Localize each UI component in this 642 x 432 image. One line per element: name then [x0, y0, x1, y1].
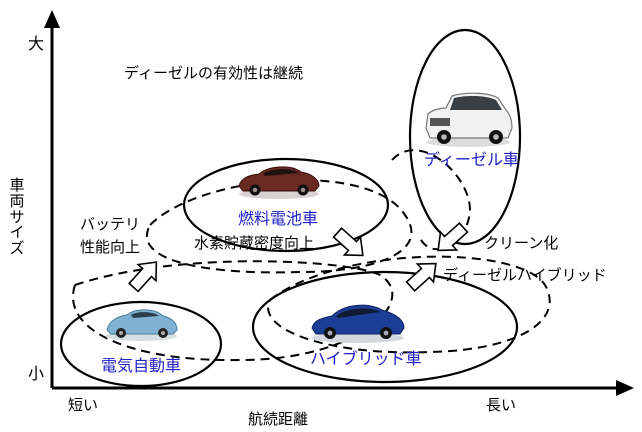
- hydrogen-note: 水素貯蔵密度向上: [194, 234, 315, 252]
- x-axis-left-label: 短い: [68, 396, 99, 414]
- fcv-label: 燃料電池車: [238, 209, 319, 228]
- clean-note: クリーン化: [484, 234, 559, 252]
- hatchback-car-icon: [311, 304, 405, 343]
- battery-note-line1: バッテリ: [80, 215, 141, 233]
- suv-car-icon: [425, 92, 513, 147]
- diesel-ellipse: [408, 28, 522, 246]
- diesel-hybrid-dashed-region: [267, 255, 551, 354]
- ev-ellipse: [59, 300, 223, 388]
- y-axis-bottom-label: 小: [28, 364, 45, 383]
- battery-note-line2: 性能向上: [80, 238, 141, 256]
- diesel-label: ディーゼル車: [424, 150, 519, 169]
- diesel-hybrid-arrow: [405, 262, 437, 292]
- battery-arrow: [128, 261, 158, 293]
- hybrid-ellipse: [251, 270, 519, 384]
- category-ellipses: [59, 28, 522, 388]
- sedan-car-icon: [238, 166, 320, 199]
- ev-label: 電気自動車: [101, 356, 182, 375]
- y-axis-title: 車両サイズ: [8, 176, 26, 257]
- axes: [44, 10, 634, 396]
- clean-dashed-curve: [391, 149, 472, 251]
- diesel-effective-note: ディーゼルの有効性は継続: [124, 64, 303, 82]
- diesel-hybrid-note: ディーゼルハイブリッド: [443, 266, 607, 284]
- transition-arrows: [128, 222, 469, 293]
- fcv-ellipse: [182, 157, 390, 253]
- y-axis-arrowhead: [44, 10, 60, 28]
- x-axis-arrowhead: [616, 380, 634, 396]
- compact-ev-car-icon: [105, 309, 178, 341]
- hybrid-label: ハイブリッド車: [310, 349, 422, 368]
- y-axis-title-text: 車両サイズ: [9, 176, 25, 257]
- y-axis-top-label: 大: [28, 34, 45, 53]
- x-axis-title: 航続距離: [248, 410, 309, 428]
- hydrogen-arrow: [332, 227, 364, 257]
- x-axis-right-label: 長い: [486, 396, 517, 414]
- clean-arrow: [437, 222, 469, 252]
